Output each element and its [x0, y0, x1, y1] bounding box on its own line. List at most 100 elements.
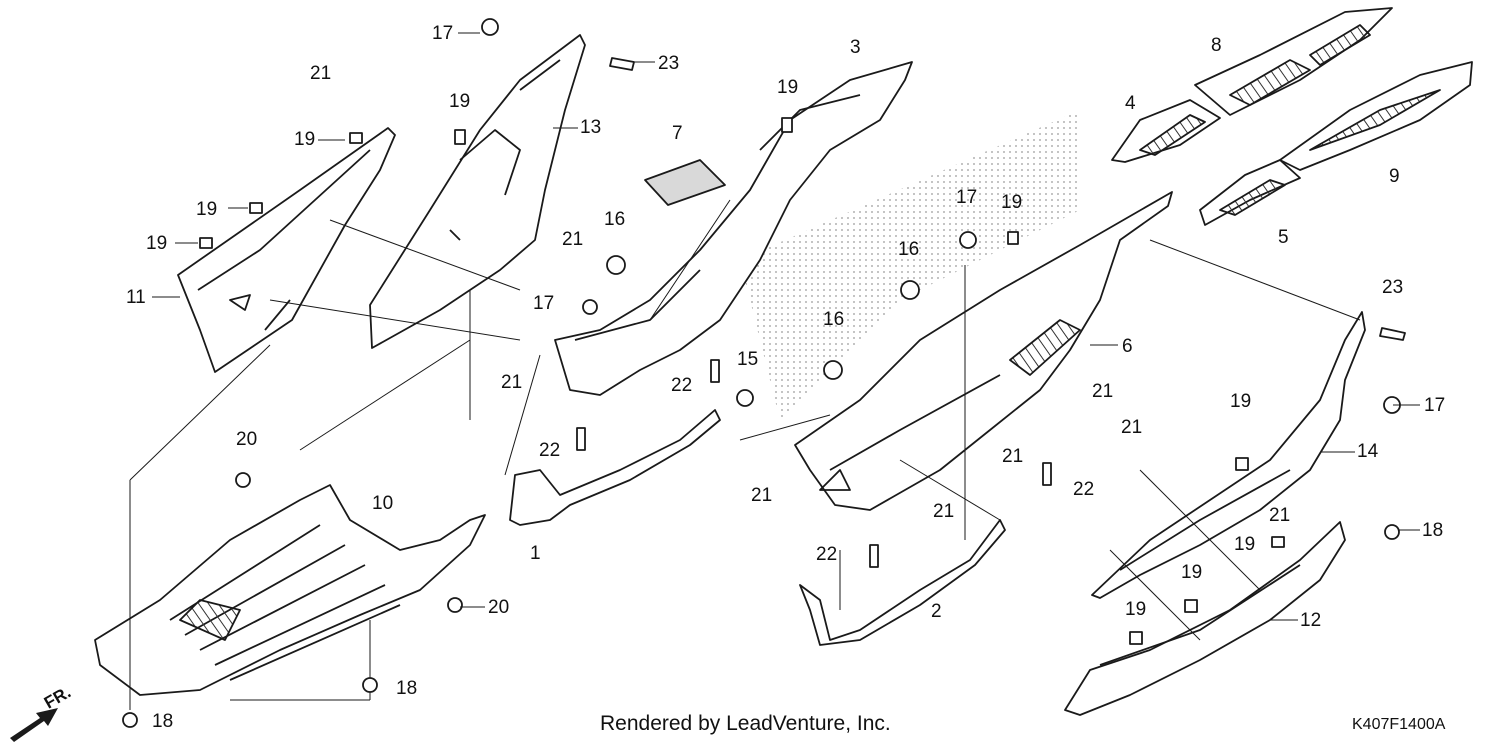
- part-10-bracket: [179, 599, 241, 641]
- callout-10: 10: [372, 493, 394, 514]
- callout-13: 13: [580, 117, 602, 138]
- clip-19f: [1007, 231, 1019, 245]
- callout-21e: 21: [1002, 446, 1024, 467]
- part-6-detail: [819, 374, 1001, 491]
- diagram-code: K407F1400A: [1352, 716, 1446, 733]
- front-direction-arrow: [10, 708, 58, 742]
- fastener-18a: [1384, 524, 1400, 540]
- callout-12: 12: [1300, 610, 1322, 631]
- callout-3: 3: [850, 37, 861, 58]
- part-1-frame: [509, 409, 721, 526]
- grommet-16a: [606, 255, 626, 275]
- fastener-17a: [481, 18, 499, 36]
- part-10-floor: [94, 484, 486, 696]
- fastener-20a: [235, 472, 251, 488]
- clip-19d: [249, 202, 263, 214]
- part-11-detail: [197, 149, 371, 331]
- callout-19j: 19: [1125, 599, 1147, 620]
- callout-17a: 17: [432, 23, 454, 44]
- callout-19h: 19: [1234, 534, 1256, 555]
- bolt-22c: [1042, 462, 1052, 486]
- part-3-cover: [554, 61, 913, 396]
- bolt-22a: [710, 359, 720, 383]
- part-10-ribs: [169, 524, 401, 681]
- part-14-detail: [1119, 469, 1291, 571]
- clip-19b: [454, 129, 466, 145]
- callout-19a: 19: [777, 77, 799, 98]
- callout-17d: 17: [1424, 395, 1446, 416]
- callout-20a: 20: [236, 429, 258, 450]
- clip-19g: [1235, 457, 1249, 471]
- part-2-frame: [799, 519, 1006, 646]
- callout-1: 1: [530, 543, 541, 564]
- callout-4: 4: [1125, 93, 1136, 114]
- screw-23b: [1379, 327, 1406, 341]
- part-6-cover: [794, 191, 1173, 511]
- clip-19e: [199, 237, 213, 249]
- callout-19b: 19: [449, 91, 471, 112]
- part-6-vent: [1009, 319, 1081, 376]
- fastener-18c: [122, 712, 138, 728]
- fastener-15: [736, 389, 754, 407]
- callout-9: 9: [1389, 166, 1400, 187]
- fastener-17b: [582, 299, 598, 315]
- callout-22c: 22: [1073, 479, 1095, 500]
- screw-23a: [609, 57, 635, 71]
- callout-23b: 23: [1382, 277, 1404, 298]
- callout-21f: 21: [1121, 417, 1143, 438]
- part-12-detail: [1099, 564, 1301, 666]
- part-5-pattern: [1219, 179, 1286, 216]
- callout-18b: 18: [396, 678, 418, 699]
- callout-21i: 21: [1269, 505, 1291, 526]
- fastener-20b: [447, 597, 463, 613]
- callout-21d: 21: [1092, 381, 1114, 402]
- part-13-detail: [449, 59, 561, 241]
- part-14-trim: [1091, 311, 1366, 599]
- callout-14: 14: [1357, 441, 1379, 462]
- part-11-panel: [177, 127, 396, 373]
- callout-22d: 22: [816, 544, 838, 565]
- callout-11: 11: [126, 287, 146, 308]
- callout-2: 2: [931, 601, 942, 622]
- callout-17c: 17: [956, 187, 978, 208]
- callout-16c: 16: [823, 309, 845, 330]
- part-12-cover: [1064, 521, 1346, 716]
- bolt-22d: [869, 544, 879, 568]
- fastener-18b: [362, 677, 378, 693]
- callout-6: 6: [1122, 336, 1133, 357]
- bolt-22b: [576, 427, 586, 451]
- callout-5: 5: [1278, 227, 1289, 248]
- callout-23a: 23: [658, 53, 680, 74]
- callout-17b: 17: [533, 293, 555, 314]
- callout-21a: 21: [310, 63, 332, 84]
- callout-8: 8: [1211, 35, 1222, 56]
- clip-19j: [1129, 631, 1143, 645]
- callout-19c: 19: [294, 129, 316, 150]
- part-13-cover: [369, 34, 586, 349]
- clip-19c: [349, 132, 363, 144]
- callout-16b: 16: [898, 239, 920, 260]
- callout-19g: 19: [1230, 391, 1252, 412]
- callout-21b: 21: [562, 229, 584, 250]
- callout-15: 15: [737, 349, 759, 370]
- callout-19i: 19: [1181, 562, 1203, 583]
- callout-18c: 18: [152, 711, 174, 732]
- part-7-plate: [644, 159, 726, 206]
- grommet-16c: [823, 360, 843, 380]
- callout-7: 7: [672, 123, 683, 144]
- callout-19f: 19: [1001, 192, 1023, 213]
- callout-20b: 20: [488, 597, 510, 618]
- callout-19d: 19: [196, 199, 218, 220]
- part-4-pattern: [1139, 114, 1206, 156]
- shading-area: [740, 110, 1080, 420]
- callout-21g: 21: [751, 485, 773, 506]
- grommet-16b: [900, 280, 920, 300]
- part-8-pattern: [1229, 24, 1371, 106]
- callout-21c: 21: [501, 372, 523, 393]
- callout-18a: 18: [1422, 520, 1444, 541]
- clip-19i: [1184, 599, 1198, 613]
- render-credit: Rendered by LeadVenture, Inc.: [600, 712, 891, 735]
- part-9-pattern: [1309, 89, 1441, 151]
- callout-21h: 21: [933, 501, 955, 522]
